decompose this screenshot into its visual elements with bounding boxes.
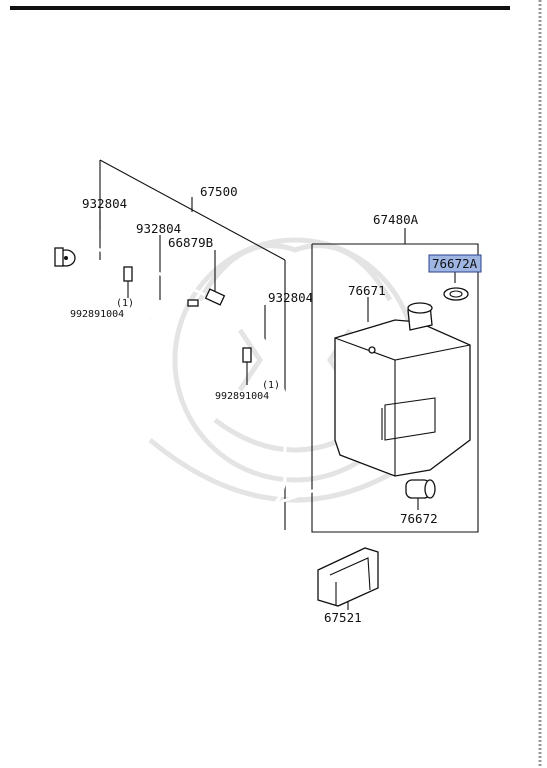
label-motor: 76672 (400, 511, 438, 526)
washer-tank (334, 319, 471, 477)
cap-seal (443, 287, 469, 301)
hose-clip-1 (123, 266, 133, 282)
label-joint-assy: 67500 (200, 184, 238, 199)
washer-motor (405, 479, 436, 499)
label-hose-middle: 932804 (136, 221, 181, 236)
label-tank-assy: 67480A (373, 212, 419, 227)
tee-joint (187, 288, 226, 307)
label-bracket: 67521 (324, 610, 362, 625)
label-clip-1-part: 992891004 (70, 309, 124, 320)
label-hose-right: 932804 (268, 290, 313, 305)
nozzle-grommet (54, 247, 76, 267)
tank-bracket (317, 547, 379, 607)
label-clip-1-qty: (1) (116, 298, 134, 309)
highlight-box (428, 254, 482, 273)
label-clip-2-part: 992891004 (215, 391, 269, 402)
washer-hose (75, 244, 346, 507)
label-tank: 76671 (348, 283, 386, 298)
hose-clip-2 (242, 347, 252, 363)
filler-neck (407, 302, 433, 331)
top-border (10, 6, 510, 10)
label-clip-2-qty: (1) (262, 380, 280, 391)
label-cap-seal[interactable]: 76672A (432, 256, 478, 271)
label-tee-joint: 66879B (168, 235, 213, 250)
label-hose-left: 932804 (82, 196, 127, 211)
